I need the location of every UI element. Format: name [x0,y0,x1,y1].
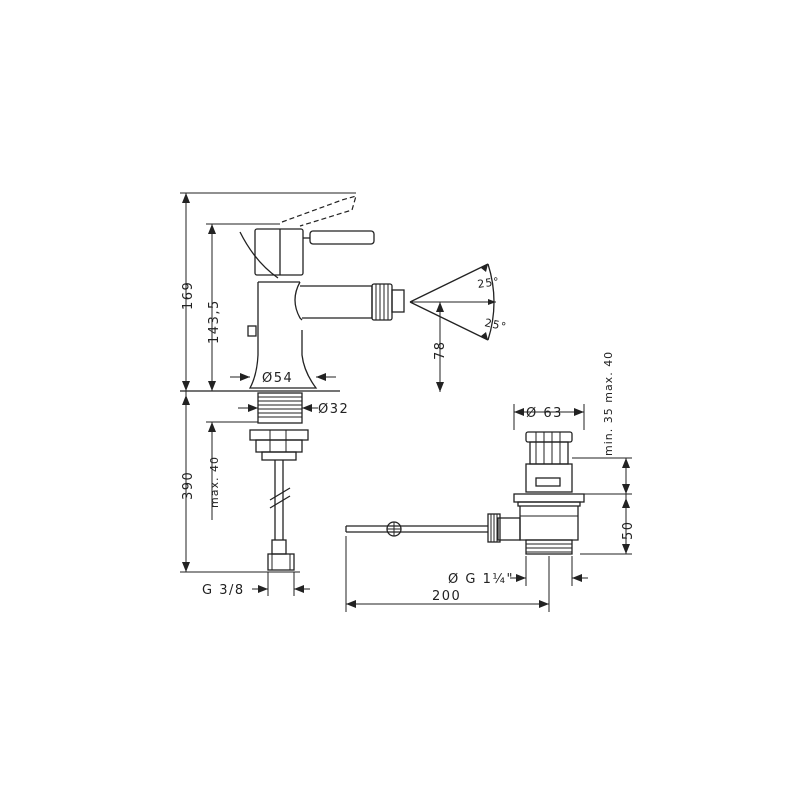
dimension-d32: Ø32 [238,402,349,417]
spray-angle-indicator: 25° 25° [409,263,508,341]
dimension-50: 50 [580,494,636,555]
height-total-label: 169 [181,281,196,310]
bidet-mixer [180,195,405,571]
hose-length-label: 390 [181,471,196,500]
rod-length-label: 200 [432,589,461,604]
spout-height-label: 78 [433,340,448,360]
shank-length-label: max. 40 [208,456,221,508]
waste-height-label: 50 [621,520,636,540]
shank-diameter-label: Ø32 [318,402,349,417]
waste-diameter-label: Ø 63 [526,406,563,421]
dimension-max40: max. 40 [206,421,258,520]
spray-angle-up-label: 25° [477,275,501,291]
base-diameter-label: Ø54 [262,371,293,386]
spray-angle-down-label: 25° [483,316,508,333]
dimension-min35-max40: min. 35 max. 40 [572,351,632,495]
popup-waste [345,431,585,555]
waste-range-label: min. 35 max. 40 [602,351,615,456]
dimension-200: 200 [345,536,550,612]
height-spout-label: 143,5 [207,299,222,344]
dimension-d54: Ø54 [230,371,336,386]
dimension-78: 78 [433,302,448,392]
dimension-169: 169 [180,192,356,391]
dimension-g38: G 3/8 [202,572,310,598]
dimension-143-5: 143,5 [206,223,280,391]
dimension-390: 390 [180,391,300,573]
dimension-g114: Ø G 1¼" [448,556,588,587]
waste-thread-label: Ø G 1¼" [448,572,514,587]
dimension-d63: Ø 63 [513,404,585,430]
connection-thread-label: G 3/8 [202,583,245,598]
